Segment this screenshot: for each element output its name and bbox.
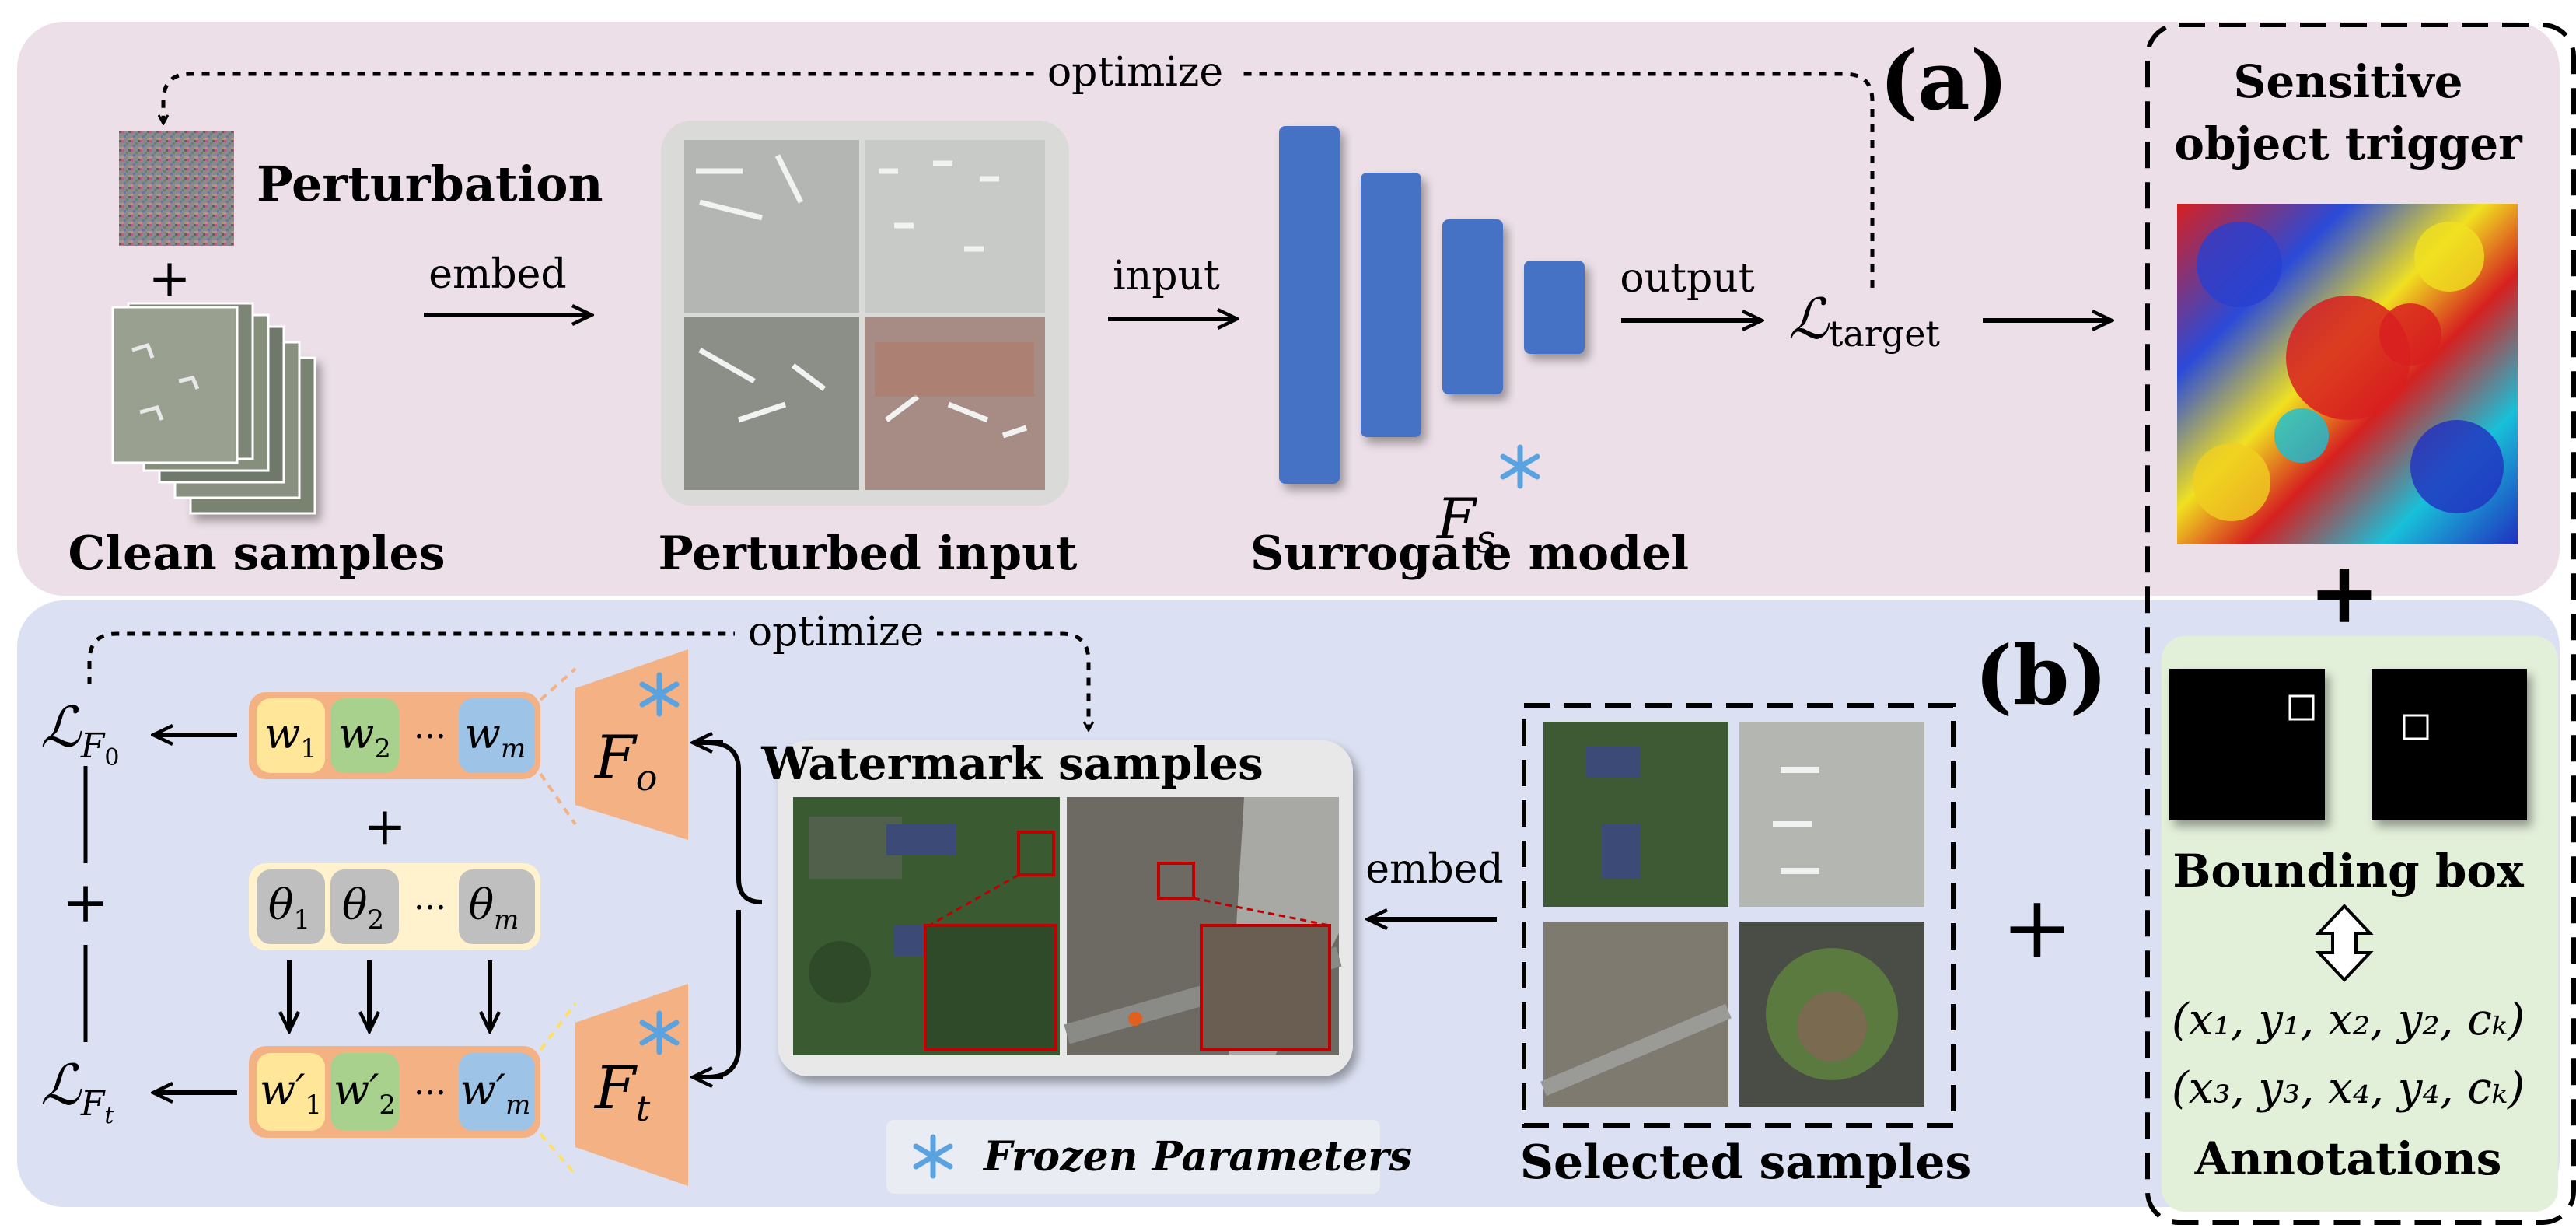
theta1-cell xyxy=(257,869,325,944)
loss-plus: + xyxy=(62,869,109,935)
panel-a-label: (a) xyxy=(1879,33,2008,128)
trigger-title-line1: Sensitive xyxy=(2233,55,2462,108)
watermark-sample-images xyxy=(793,797,1342,1055)
wmprime-cell xyxy=(459,1053,535,1131)
w-to-fo-connector-bottom xyxy=(539,772,577,826)
plus-between-samples-and-annotations: + xyxy=(2001,877,2073,977)
trigger-plus: + xyxy=(2309,542,2380,642)
optimize-feedback-line-b xyxy=(87,631,1089,729)
w2-cell xyxy=(330,698,399,773)
panel-b-label: (b) xyxy=(1974,628,2107,723)
optimize-label-b: optimize xyxy=(748,609,924,656)
w1-cell xyxy=(257,698,325,773)
trigger-title-line2: object trigger xyxy=(2174,117,2523,170)
w1prime-cell xyxy=(257,1053,325,1131)
optimize-label-a: optimize xyxy=(1047,49,1223,96)
loss-target: ℒtarget xyxy=(1788,286,1940,355)
watermark-samples-label: Watermark samples xyxy=(760,737,1264,790)
clean-samples-label: Clean samples xyxy=(68,527,446,581)
theta-dots: ··· xyxy=(414,888,446,928)
annotation-line2: (x₃, y₃, x₄, y₄, cₖ) xyxy=(2172,1063,2525,1114)
optimize-feedback-line-a xyxy=(163,72,1875,288)
wp-to-ft-connector-bottom xyxy=(539,1132,577,1176)
w2prime-text: w′2 xyxy=(334,1065,396,1121)
surrogate-model-symbol: Fs xyxy=(1435,486,1496,562)
w-dots: ··· xyxy=(414,717,446,757)
snowflake-icon-fo xyxy=(639,672,680,717)
bbox-marker-2 xyxy=(2403,714,2429,740)
w1-text: w1 xyxy=(264,709,317,764)
embed-label-b: embed xyxy=(1365,846,1503,893)
wm-cell xyxy=(459,698,535,773)
w-theta-plus: + xyxy=(363,796,406,856)
double-arrow-icon xyxy=(2315,904,2374,982)
w2prime-cell xyxy=(330,1053,399,1131)
loss-ft: ℒFt xyxy=(40,1052,114,1129)
selected-samples-frame xyxy=(1522,703,1956,1128)
optimize-label-bg-b xyxy=(735,607,937,656)
perturbed-input-grid xyxy=(684,140,1045,490)
frozen-parameters-legend xyxy=(886,1120,1380,1194)
output-label: output xyxy=(1620,255,1754,302)
surrogate-model-label: Surrogate model xyxy=(1250,527,1689,581)
input-label: input xyxy=(1113,253,1220,299)
trigger-panel-border xyxy=(2145,23,2576,1225)
surrogate-model-layers xyxy=(1279,126,1585,484)
snowflake-icon-fs xyxy=(1500,444,1540,489)
perturbation-label: Perturbation xyxy=(257,156,603,212)
w2-text: w2 xyxy=(338,709,391,764)
optimize-label-bg-a xyxy=(1034,48,1236,98)
bbox-image-1 xyxy=(2169,669,2325,820)
theta2-cell xyxy=(330,869,399,944)
annotations-label: Annotations xyxy=(2194,1132,2502,1185)
perturbation-noise-image xyxy=(119,131,234,246)
fo-symbol: Fo xyxy=(593,722,657,799)
thetam-text: θm xyxy=(469,880,519,936)
selected-sample-images xyxy=(1540,722,1924,1107)
selected-samples-label: Selected samples xyxy=(1520,1135,1972,1190)
wmprime-text: w′m xyxy=(460,1065,531,1121)
embed-label-a: embed xyxy=(428,251,566,298)
snowflake-icon-legend xyxy=(913,1134,953,1179)
bounding-box-label: Bounding box xyxy=(2172,845,2524,897)
wp-to-ft-connector-top xyxy=(539,1002,577,1051)
clean-samples-stack xyxy=(111,302,316,515)
snowflake-icon-ft xyxy=(639,1010,680,1055)
w1prime-text: w′1 xyxy=(260,1065,322,1121)
thetam-cell xyxy=(459,869,535,944)
perturbed-input-label: Perturbed input xyxy=(659,527,1078,581)
perturbation-plus: + xyxy=(148,248,190,308)
sensitive-trigger-image xyxy=(2177,204,2518,544)
bbox-image-2 xyxy=(2372,669,2527,820)
bbox-marker-1 xyxy=(2288,694,2315,721)
theta1-text: θ1 xyxy=(268,880,310,936)
frozen-parameters-label: Frozen Parameters xyxy=(982,1133,1412,1181)
theta2-text: θ2 xyxy=(342,880,384,936)
loss-f0: ℒF0 xyxy=(40,694,119,771)
wprime-dots: ··· xyxy=(414,1073,446,1113)
annotation-line1: (x₁, y₁, x₂, y₂, cₖ) xyxy=(2172,995,2525,1045)
wm-text: wm xyxy=(465,709,526,764)
ft-symbol: Ft xyxy=(593,1053,651,1129)
